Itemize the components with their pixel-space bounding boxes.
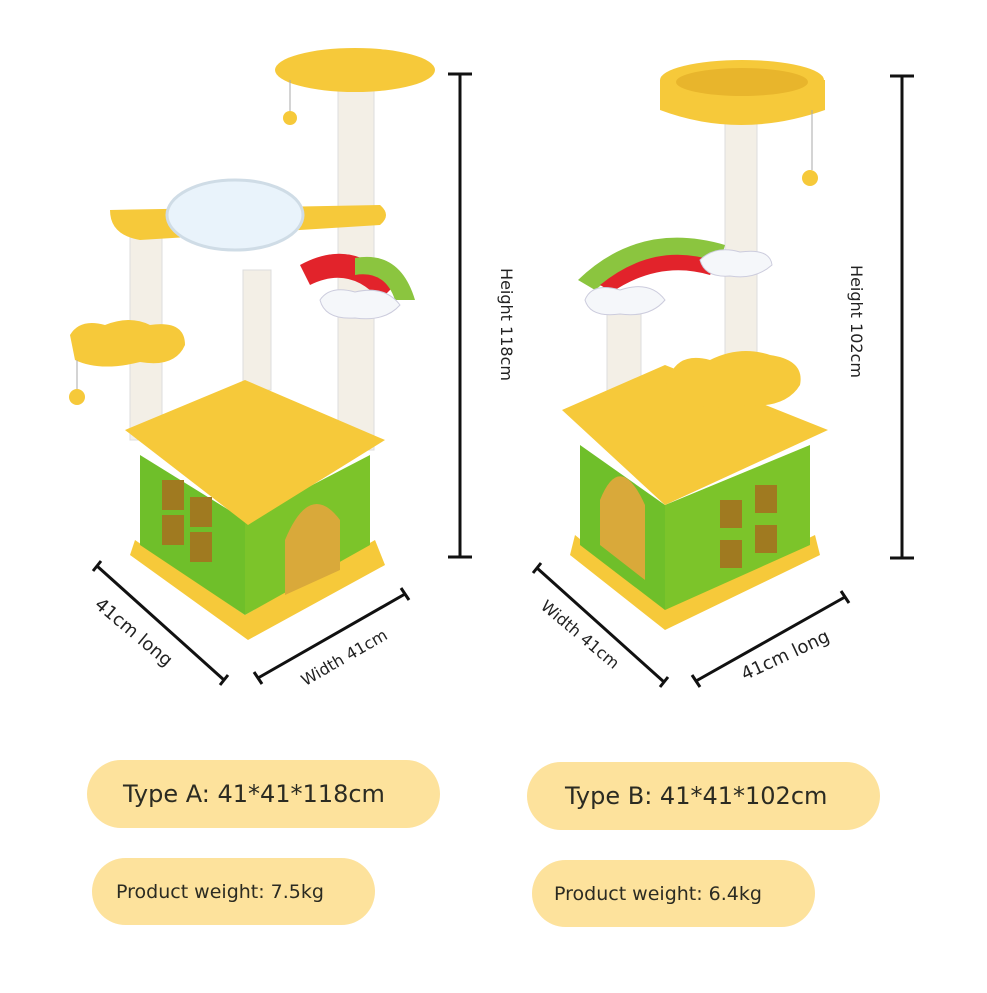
weight-b-text: Product weight: 6.4kg: [554, 882, 762, 905]
type-a-badge: Type A: 41*41*118cm: [87, 760, 440, 828]
weight-a-badge: Product weight: 7.5kg: [92, 858, 375, 925]
height-label-b: Height 102cm: [846, 265, 866, 378]
weight-b-badge: Product weight: 6.4kg: [532, 860, 815, 927]
cat-tree-a-image: [69, 48, 435, 640]
dimension-lines: [91, 72, 914, 688]
type-b-badge: Type B: 41*41*102cm: [527, 762, 880, 830]
type-b-text: Type B: 41*41*102cm: [565, 782, 828, 810]
type-a-text: Type A: 41*41*118cm: [123, 780, 385, 808]
height-label-a: Height 118cm: [496, 268, 516, 381]
weight-a-text: Product weight: 7.5kg: [116, 880, 324, 903]
cat-tree-b-image: [562, 60, 828, 630]
